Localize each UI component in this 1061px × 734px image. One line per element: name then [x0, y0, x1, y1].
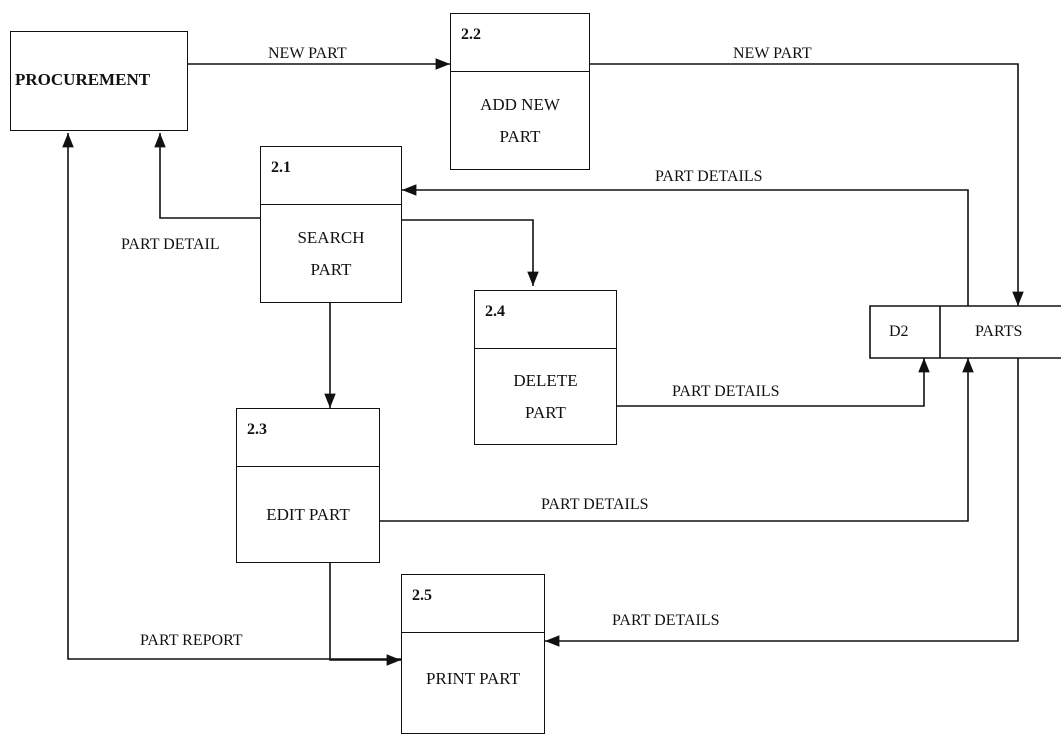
flow-part-detail-to-procurement [160, 133, 260, 218]
data-store-name: PARTS [975, 323, 1022, 341]
flow-label: PART DETAILS [612, 612, 720, 630]
process-id: 2.5 [402, 575, 544, 633]
process-name: EDIT PART [237, 467, 379, 562]
process-search-part: 2.1 SEARCH PART [260, 146, 402, 303]
flow-edit-to-print [330, 563, 401, 660]
process-delete-part: 2.4 DELETE PART [474, 290, 617, 445]
process-id: 2.3 [237, 409, 379, 467]
external-entity-procurement: PROCUREMENT [10, 31, 188, 131]
process-name: SEARCH PART [261, 205, 401, 302]
process-name: ADD NEW PART [451, 72, 589, 169]
process-edit-part: 2.3 EDIT PART [236, 408, 380, 563]
flow-label: NEW PART [268, 45, 347, 63]
flow-label: PART DETAIL [121, 236, 220, 254]
process-name: DELETE PART [475, 349, 616, 444]
process-id: 2.4 [475, 291, 616, 349]
process-id: 2.2 [451, 14, 589, 72]
process-name: PRINT PART [402, 633, 544, 725]
data-store-id: D2 [889, 323, 909, 341]
flow-label: NEW PART [733, 45, 812, 63]
flow-label: PART REPORT [140, 632, 243, 650]
process-print-part: 2.5 PRINT PART [401, 574, 545, 734]
flow-search-to-delete [402, 220, 533, 286]
process-add-new-part: 2.2 ADD NEW PART [450, 13, 590, 170]
flow-label: PART DETAILS [541, 496, 649, 514]
process-id: 2.1 [261, 147, 401, 205]
flow-part-details-to-search [402, 190, 968, 306]
entity-label: PROCUREMENT [15, 70, 150, 90]
flow-label: PART DETAILS [655, 168, 763, 186]
flow-label: PART DETAILS [672, 383, 780, 401]
